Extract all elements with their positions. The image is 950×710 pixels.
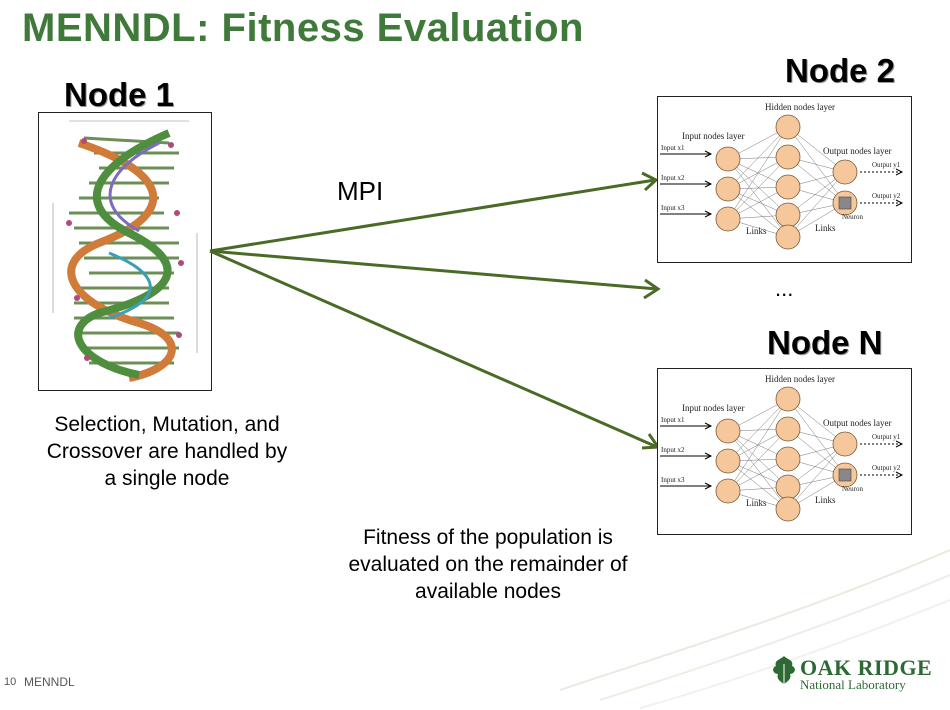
nn-links-label: Links bbox=[746, 498, 767, 508]
fitness-caption-line: Fitness of the population is bbox=[363, 526, 613, 549]
nn-links-label: Links bbox=[815, 223, 836, 233]
node-1-caption-line: Crossover are handled by bbox=[46, 440, 288, 463]
node-2-label: Node 2 bbox=[785, 52, 896, 89]
ellipsis: ... bbox=[775, 276, 794, 301]
arrow-to-node-n bbox=[209, 249, 658, 449]
node-1-caption-line: a single node bbox=[104, 467, 230, 490]
slide-number: 10 bbox=[4, 676, 17, 688]
nn-links-label: Links bbox=[746, 226, 767, 236]
footer-text: MENNDL bbox=[24, 675, 75, 689]
nn-output-y1: Output y1 bbox=[872, 161, 901, 169]
mpi-label: MPI bbox=[337, 176, 384, 206]
nn-input-x1: Input x1 bbox=[661, 144, 685, 152]
arrow-to-node-2 bbox=[209, 178, 656, 253]
nn-output-y2: Output y2 bbox=[872, 464, 901, 472]
nn-neuron-label: Neuron bbox=[842, 213, 863, 221]
node-1-caption: Selection, Mutation, and Crossover are h… bbox=[10, 411, 324, 492]
node-1-caption-line: Selection, Mutation, and bbox=[54, 413, 280, 436]
nn-output-y1: Output y1 bbox=[872, 433, 901, 441]
nn-neuron-label: Neuron bbox=[842, 485, 863, 493]
nn-input-x2: Input x2 bbox=[661, 446, 685, 454]
nn-input-x2: Input x2 bbox=[661, 174, 685, 182]
arrow-to-middle bbox=[209, 249, 658, 291]
nn-input-x3: Input x3 bbox=[661, 476, 685, 484]
nn-input-layer-label: Input nodes layer bbox=[682, 403, 744, 413]
arrowhead-node-2 bbox=[641, 171, 659, 192]
nn-hidden-layer-label: Hidden nodes layer bbox=[765, 102, 835, 112]
nn-output-y2: Output y2 bbox=[872, 192, 901, 200]
nn-input-layer-label: Input nodes layer bbox=[682, 131, 744, 141]
logo-name: OAK RIDGE bbox=[800, 655, 933, 680]
oak-leaf-icon bbox=[773, 656, 795, 685]
fitness-caption: Fitness of the population is evaluated o… bbox=[318, 524, 658, 605]
nn-output-layer-label: Output nodes layer bbox=[823, 418, 891, 428]
fitness-caption-line: evaluated on the remainder of bbox=[348, 553, 628, 576]
node-n-label: Node N bbox=[767, 324, 883, 361]
node-2-network-diagram: Input nodes layer Hidden nodes layer Out… bbox=[657, 96, 912, 263]
nn-hidden-layer-label: Hidden nodes layer bbox=[765, 374, 835, 384]
arrowhead-middle bbox=[643, 278, 661, 300]
nn-input-x1: Input x1 bbox=[661, 416, 685, 424]
nn-output-layer-label: Output nodes layer bbox=[823, 146, 891, 156]
slide-title: MENNDL: Fitness Evaluation bbox=[22, 6, 584, 50]
decorative-swoosh bbox=[560, 549, 950, 709]
node-1-label: Node 1 bbox=[64, 76, 175, 113]
nn-input-x3: Input x3 bbox=[661, 204, 685, 212]
node-n-network-diagram: Input nodes layer Hidden nodes layer Out… bbox=[657, 368, 912, 535]
nn-links-label: Links bbox=[815, 495, 836, 505]
dna-helix-image bbox=[38, 112, 212, 391]
fitness-caption-line: available nodes bbox=[415, 580, 561, 603]
logo-subtitle: National Laboratory bbox=[800, 677, 906, 692]
